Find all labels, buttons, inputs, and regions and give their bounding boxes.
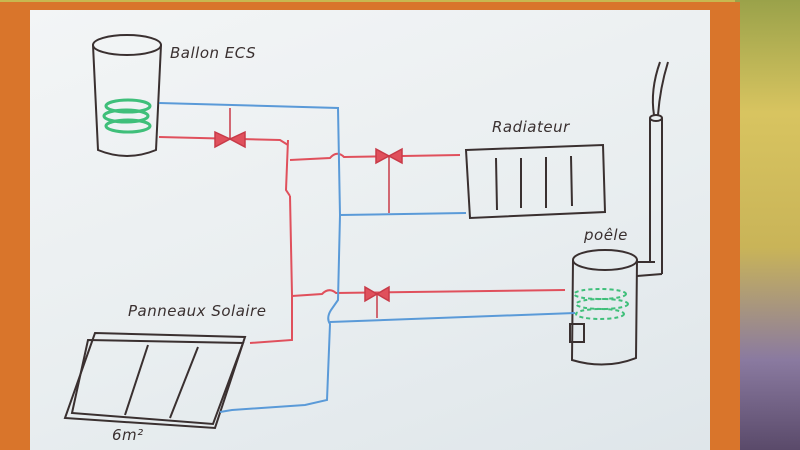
radiateur — [466, 145, 605, 218]
label-panneaux-solaire: Panneaux Solaire — [128, 302, 266, 320]
label-radiateur: Radiateur — [492, 118, 570, 136]
valve-ballon — [215, 108, 245, 147]
label-poele: poêle — [584, 226, 628, 244]
label-ballon-ecs: Ballon ECS — [170, 44, 256, 62]
ballon-coil — [104, 100, 150, 132]
cold-pipes — [159, 103, 575, 412]
panneaux-solaire — [65, 333, 245, 428]
poele-coil — [574, 289, 628, 319]
label-surface: 6m² — [112, 426, 144, 444]
valve-radiateur — [376, 149, 402, 213]
ballon-ecs-tank — [93, 35, 161, 156]
